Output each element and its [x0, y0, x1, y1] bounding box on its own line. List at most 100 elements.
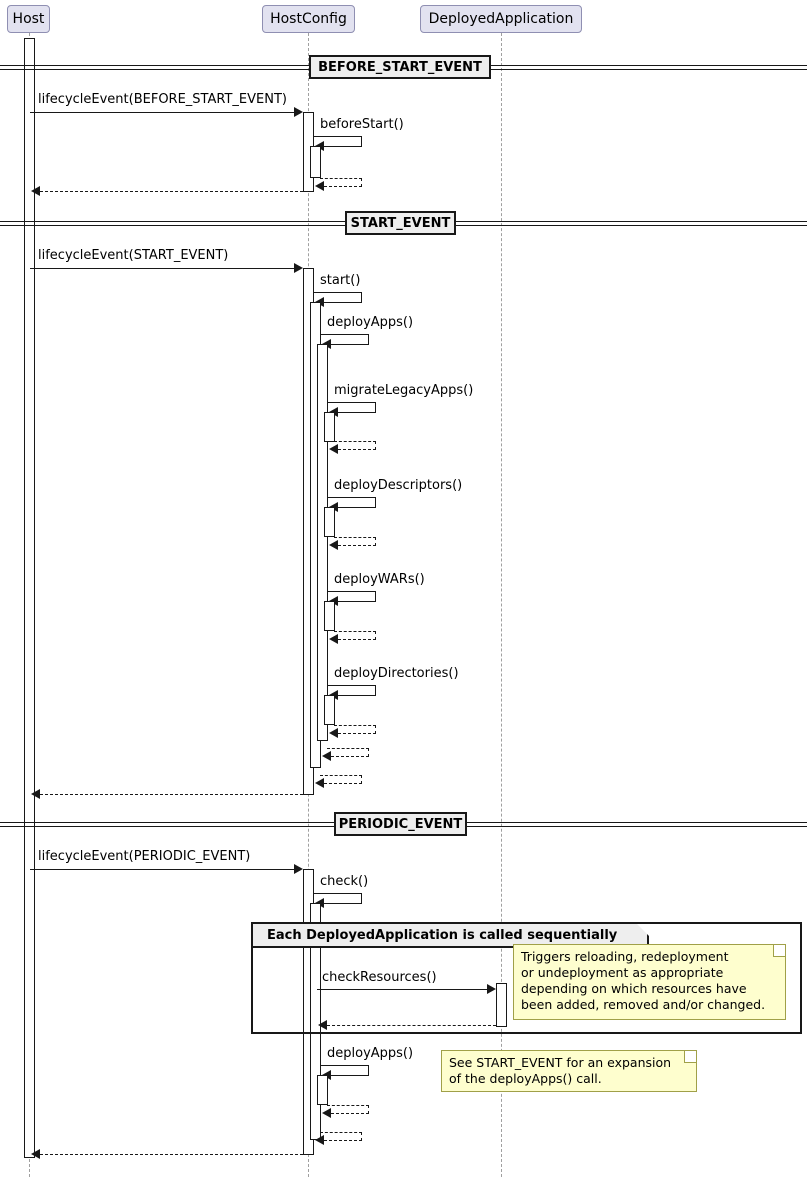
message-label-m12: deployWARs(): [334, 572, 425, 587]
message-line-m25: [40, 1154, 303, 1155]
message-vert-m11: [375, 537, 376, 546]
message-arrowhead-m11: [329, 540, 338, 550]
participant-hostconfig[interactable]: HostConfig: [262, 5, 355, 33]
message-line-m22-bottom: [331, 1075, 369, 1076]
message-line-m10-top: [327, 497, 376, 498]
message-line-m24-top: [320, 1132, 362, 1133]
message-line-m22-top: [320, 1065, 369, 1066]
message-arrowhead-m17: [31, 789, 40, 799]
message-label-m19: check(): [320, 874, 369, 889]
message-line-m7-bottom: [331, 344, 369, 345]
activation-hostconfig-l3-c: [317, 1075, 328, 1105]
message-arrowhead-m20: [487, 984, 496, 994]
message-label-m1: lifecycleEvent(BEFORE_START_EVENT): [38, 92, 287, 107]
message-arrowhead-m9: [329, 444, 338, 454]
message-line-m1: [30, 112, 299, 113]
participant-deployedapplication[interactable]: DeployedApplication: [420, 5, 582, 33]
message-vert-m15: [375, 725, 376, 734]
message-line-m23-top: [327, 1105, 369, 1106]
message-label-m18: lifecycleEvent(PERIODIC_EVENT): [38, 849, 251, 864]
message-vert-m9: [375, 441, 376, 450]
message-line-m16b-bottom: [324, 783, 362, 784]
message-line-m4: [40, 191, 303, 192]
message-line-m12-bottom: [338, 601, 376, 602]
message-vert-m13: [375, 631, 376, 640]
message-line-m8-bottom: [338, 412, 376, 413]
message-label-m2: beforeStart(): [320, 117, 404, 132]
message-arrowhead-m16: [322, 751, 331, 761]
message-label-m6: start(): [320, 273, 361, 288]
message-arrowhead-m4: [31, 186, 40, 196]
message-line-m13-top: [334, 631, 376, 632]
message-line-m15-top: [334, 725, 376, 726]
note-deployapps: See START_EVENT for an expansion of the …: [441, 1050, 697, 1092]
message-line-m14-bottom: [338, 695, 376, 696]
message-vert-m24: [361, 1132, 362, 1141]
message-vert-m16b: [361, 775, 362, 784]
message-label-m14: deployDirectories(): [334, 666, 459, 681]
lifeline-deployedapplication: [501, 33, 502, 1177]
message-line-m3-top: [320, 178, 362, 179]
message-line-m9-bottom: [338, 449, 376, 450]
message-arrowhead-m13: [329, 634, 338, 644]
message-line-m16b-top: [320, 775, 362, 776]
message-vert-m19: [361, 893, 362, 903]
activation-host: [24, 38, 35, 1158]
message-line-m16-bottom: [331, 756, 369, 757]
message-label-m10: deployDescriptors(): [334, 478, 463, 493]
message-arrowhead-m18: [294, 864, 303, 874]
participant-host[interactable]: Host: [7, 5, 50, 33]
message-line-m9-top: [334, 441, 376, 442]
message-line-m23-bottom: [331, 1113, 369, 1114]
message-vert-m7: [368, 334, 369, 344]
message-line-m24-bottom: [324, 1140, 362, 1141]
message-arrowhead-m1: [294, 107, 303, 117]
message-line-m21: [327, 1025, 496, 1026]
message-line-m12-top: [327, 591, 376, 592]
message-line-m11-top: [334, 537, 376, 538]
message-vert-m8: [375, 402, 376, 412]
divider-before-start-label: BEFORE_START_EVENT: [309, 55, 491, 79]
message-line-m5: [30, 268, 299, 269]
message-line-m10-bottom: [338, 507, 376, 508]
message-arrowhead-m21: [318, 1020, 327, 1030]
participant-hostconfig-label: HostConfig: [270, 11, 347, 27]
activation-hostconfig-l4-c: [324, 601, 335, 631]
message-line-m20: [317, 989, 492, 990]
participant-deployedapplication-label: DeployedApplication: [428, 11, 574, 27]
message-arrowhead-m16b: [315, 778, 324, 788]
participant-host-label: Host: [12, 11, 45, 27]
message-line-m6-bottom: [324, 302, 362, 303]
message-line-m13-bottom: [338, 639, 376, 640]
message-line-m19-bottom: [324, 903, 362, 904]
message-label-m5: lifecycleEvent(START_EVENT): [38, 248, 229, 263]
group-header-label: Each DeployedApplication is called seque…: [267, 927, 618, 943]
message-label-m8: migrateLegacyApps(): [334, 383, 474, 398]
message-line-m7-top: [320, 334, 369, 335]
message-label-m20: checkResources(): [322, 970, 437, 985]
message-line-m14-top: [327, 685, 376, 686]
message-vert-m6: [361, 292, 362, 302]
message-line-m8-top: [327, 402, 376, 403]
message-arrowhead-m3: [315, 181, 324, 191]
activation-hostconfig-l2-a: [310, 146, 321, 178]
message-vert-m3: [361, 178, 362, 187]
message-vert-m14: [375, 685, 376, 695]
message-arrowhead-m15: [329, 728, 338, 738]
message-vert-m23: [368, 1105, 369, 1114]
message-line-m15-bottom: [338, 733, 376, 734]
message-arrowhead-m5: [294, 263, 303, 273]
divider-periodic-label: PERIODIC_EVENT: [334, 812, 467, 836]
message-line-m16-top: [327, 748, 369, 749]
message-line-m19-top: [313, 893, 362, 894]
message-label-m7: deployApps(): [327, 315, 414, 330]
message-line-m3-bottom: [324, 186, 362, 187]
message-vert-m2: [361, 136, 362, 146]
message-vert-m22: [368, 1065, 369, 1075]
message-line-m11-bottom: [338, 545, 376, 546]
message-vert-m16: [368, 748, 369, 757]
message-line-m2-top: [313, 136, 362, 137]
message-line-m2-bottom: [324, 146, 362, 147]
activation-hostconfig-l4-a: [324, 412, 335, 442]
message-vert-m10: [375, 497, 376, 507]
